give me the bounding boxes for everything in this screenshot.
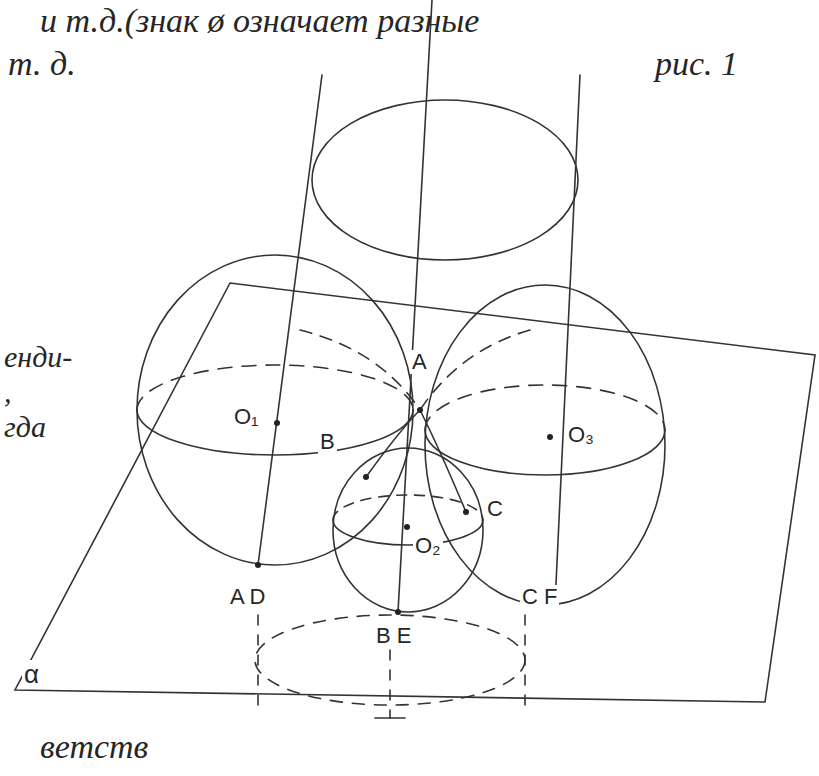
point	[547, 434, 553, 440]
plane	[15, 283, 815, 702]
center-label: O₃	[566, 423, 596, 447]
sphere-equator	[333, 520, 483, 545]
figure-caption: рис. 1	[655, 45, 738, 82]
note-fragment: енди-	[4, 340, 72, 373]
point	[463, 509, 469, 515]
arc	[300, 330, 420, 410]
note-fragment: ,	[4, 375, 12, 408]
point	[255, 562, 261, 568]
center-label: O₁	[232, 405, 261, 429]
point	[363, 474, 369, 480]
point-label: C	[485, 497, 505, 521]
point-label: A	[410, 350, 429, 374]
point-label: B E	[374, 624, 413, 648]
plane-label: α	[22, 660, 41, 689]
projection-line	[375, 717, 405, 719]
vertical-line	[555, 75, 580, 605]
sphere	[137, 255, 413, 565]
sphere	[333, 448, 483, 612]
note-text: и т.д.(знак ø означает разные	[40, 2, 479, 39]
center-label: O₂	[413, 534, 443, 558]
projection-line	[389, 650, 391, 718]
vertical-line	[398, 0, 432, 612]
projection-line	[524, 615, 526, 712]
sphere-equator-back	[137, 365, 413, 410]
point-label: B	[318, 430, 337, 454]
top-ellipse	[312, 100, 578, 260]
vertical-line	[258, 75, 322, 565]
point-label: A D	[228, 585, 267, 609]
sphere	[425, 285, 665, 605]
point	[404, 524, 410, 530]
point-label: C F	[520, 585, 559, 609]
arc	[420, 330, 530, 410]
projection-line	[257, 615, 259, 712]
arc	[366, 410, 420, 477]
point	[274, 420, 280, 426]
sphere-equator	[137, 410, 413, 455]
point	[395, 609, 401, 615]
note-text: т. д.	[8, 45, 76, 82]
arc	[420, 410, 466, 512]
note-fragment: ветств	[40, 728, 148, 765]
sphere-equator-back	[425, 385, 665, 430]
sphere-equator	[425, 430, 665, 475]
note-fragment: гда	[4, 410, 46, 443]
point	[417, 407, 423, 413]
